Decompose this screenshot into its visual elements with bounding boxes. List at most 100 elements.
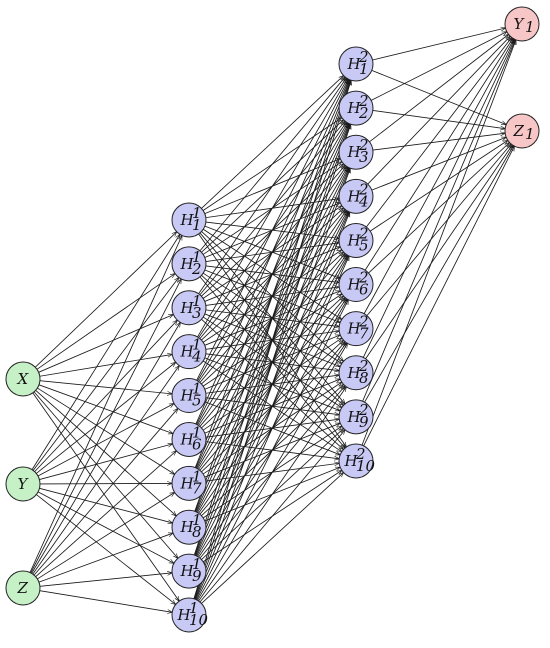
edge-hidden-2-4-to-output-1 — [367, 36, 510, 185]
edge-input-3-to-hidden-1-4 — [32, 366, 179, 575]
edge-input-3-to-hidden-1-6 — [35, 451, 177, 577]
node-label-base: H — [180, 562, 195, 580]
node-hidden-1-1: H11 — [171, 202, 207, 238]
node-label-base: Y — [18, 475, 30, 493]
node-circle — [338, 443, 374, 479]
edge-input-3-to-hidden-1-1 — [29, 236, 182, 573]
node-label-base: H — [347, 408, 362, 426]
edge-hidden-2-8-to-output-2 — [365, 145, 513, 360]
edge-hidden-2-5-to-output-1 — [366, 37, 511, 228]
edge-hidden-1-9-to-hidden-2-1 — [193, 80, 350, 556]
node-label-superscript: 1 — [192, 467, 202, 485]
edge-hidden-2-8-to-output-1 — [362, 39, 514, 358]
edge-input-2-to-hidden-1-10 — [36, 494, 175, 605]
node-circle — [5, 570, 41, 606]
node-circle — [338, 267, 374, 303]
node-label-subscript: 2 — [358, 104, 369, 122]
node-circle — [171, 290, 207, 326]
edge-input-2-to-hidden-1-8 — [39, 487, 172, 523]
node-hidden-2-4: H24 — [338, 178, 374, 214]
edge-hidden-1-10-to-hidden-2-6 — [196, 300, 349, 601]
node-label: H — [347, 143, 362, 161]
edge-hidden-1-10-to-hidden-2-9 — [199, 430, 345, 603]
node-circle — [171, 553, 207, 589]
node-label-subscript: 8 — [192, 523, 202, 541]
node-circle — [338, 178, 374, 214]
node-hidden-2-1: H21 — [338, 46, 374, 82]
edge-input-1-to-hidden-1-1 — [34, 232, 176, 368]
node-label: H — [180, 299, 195, 317]
node-label: H — [180, 562, 195, 580]
node-label: H — [347, 364, 362, 382]
node-label-subscript: 9 — [192, 567, 202, 585]
node-label-base: Y — [514, 15, 526, 33]
node-label: H — [180, 387, 195, 405]
node-label-superscript: 2 — [358, 136, 369, 154]
edge-input-2-to-hidden-1-7 — [39, 483, 172, 484]
node-circle — [171, 246, 207, 282]
node-hidden-2-3: H23 — [338, 134, 374, 170]
node-label-superscript: 1 — [192, 423, 202, 441]
node-label-subscript: 1 — [359, 60, 369, 78]
edge-input-3-to-hidden-1-3 — [31, 322, 181, 574]
edge-input-2-to-hidden-1-2 — [32, 277, 179, 471]
node-label-subscript: 4 — [191, 348, 202, 366]
node-label-subscript: 3 — [359, 148, 369, 166]
node-label: H — [347, 408, 362, 426]
node-label: H — [347, 276, 362, 294]
node-label: Y — [18, 475, 30, 493]
node-label-superscript: 1 — [192, 292, 202, 310]
node-label-subscript: 5 — [359, 236, 369, 254]
edge-input-3-to-hidden-1-9 — [39, 573, 172, 587]
edge-hidden-1-10-to-hidden-2-7 — [197, 343, 348, 601]
edge-hidden-1-10-to-hidden-2-2 — [193, 124, 350, 599]
edge-input-2-to-hidden-1-5 — [37, 404, 174, 477]
edge-hidden-2-1-to-output-2 — [371, 69, 506, 124]
node-label-subscript: 5 — [192, 392, 202, 410]
node-circle — [504, 6, 540, 42]
edge-input-1-to-hidden-1-5 — [39, 380, 172, 394]
node-label-superscript: 2 — [358, 269, 369, 287]
edge-hidden-2-5-to-output-2 — [369, 140, 508, 232]
node-label-superscript: 2 — [358, 180, 369, 198]
edge-input-1-to-hidden-1-8 — [35, 390, 177, 516]
node-label-base: H — [347, 55, 362, 73]
edge-input-3-to-hidden-1-2 — [30, 279, 182, 574]
node-circle — [338, 311, 374, 347]
node-label-superscript: 1 — [192, 336, 202, 354]
node-label-superscript: 1 — [192, 511, 202, 529]
connections — [29, 28, 516, 612]
node-circle — [171, 334, 207, 370]
node-label-base: H — [180, 299, 195, 317]
node-label-subscript: 3 — [192, 304, 202, 322]
node-label-subscript: 2 — [191, 260, 202, 278]
node-label-base: H — [180, 211, 195, 229]
node-label: Z — [17, 579, 29, 597]
node-label-base: H — [180, 474, 195, 492]
node-hidden-1-6: H16 — [171, 421, 207, 457]
node-hidden-1-5: H15 — [171, 378, 207, 414]
node-input-2: Y — [5, 466, 41, 502]
edge-hidden-2-3-to-output-2 — [372, 133, 505, 151]
node-label: H — [347, 320, 362, 338]
node-label-superscript: 1 — [192, 248, 202, 266]
edge-hidden-1-10-to-hidden-2-10 — [201, 473, 344, 604]
node-label-base: H — [180, 387, 195, 405]
node-label: H — [347, 99, 362, 117]
node-circle — [171, 421, 207, 457]
node-label: H — [347, 55, 362, 73]
node-label-base: H — [347, 364, 362, 382]
edge-input-1-to-hidden-1-9 — [33, 391, 178, 558]
node-hidden-2-2: H22 — [338, 90, 374, 126]
node-label-superscript: 2 — [358, 313, 369, 331]
node-label-superscript: 1 — [189, 599, 199, 617]
node-label: H — [180, 255, 195, 273]
edge-input-1-to-hidden-1-6 — [38, 384, 173, 434]
node-circle — [338, 90, 374, 126]
node-label-base: H — [180, 430, 195, 448]
edge-hidden-1-3-to-hidden-2-1 — [198, 78, 347, 294]
edge-hidden-2-6-to-output-2 — [368, 143, 509, 274]
